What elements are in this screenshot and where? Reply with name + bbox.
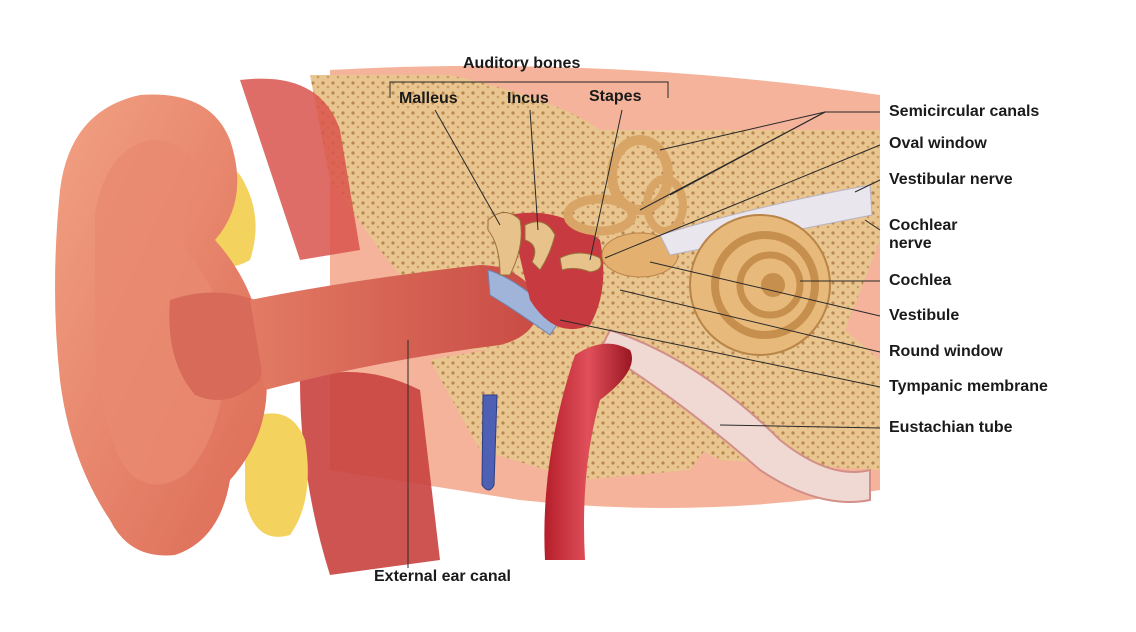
stapes-label: Stapes — [589, 88, 641, 106]
vein — [482, 395, 497, 490]
cochlear-nerve-label-line2: nerve — [889, 235, 932, 253]
round-window-label: Round window — [889, 343, 1003, 361]
vestibular-nerve-label: Vestibular nerve — [889, 171, 1013, 189]
eustachian-tube-label: Eustachian tube — [889, 419, 1013, 437]
incus-label: Incus — [507, 90, 549, 108]
lower-muscle — [300, 372, 440, 575]
auditory-bones-label: Auditory bones — [463, 55, 580, 73]
oval-window-label: Oval window — [889, 135, 987, 153]
vestibule-label: Vestibule — [889, 307, 959, 325]
malleus-label: Malleus — [399, 90, 458, 108]
external-ear-canal-label: External ear canal — [374, 568, 511, 586]
cochlear-nerve-label-line1: Cochlear — [889, 217, 957, 235]
stapes-shape — [560, 253, 601, 272]
cochlea-label: Cochlea — [889, 272, 951, 290]
cochlea-shape — [690, 215, 830, 355]
semicircular-canals-label: Semicircular canals — [889, 103, 1039, 121]
tympanic-membrane-label: Tympanic membrane — [889, 378, 1048, 396]
